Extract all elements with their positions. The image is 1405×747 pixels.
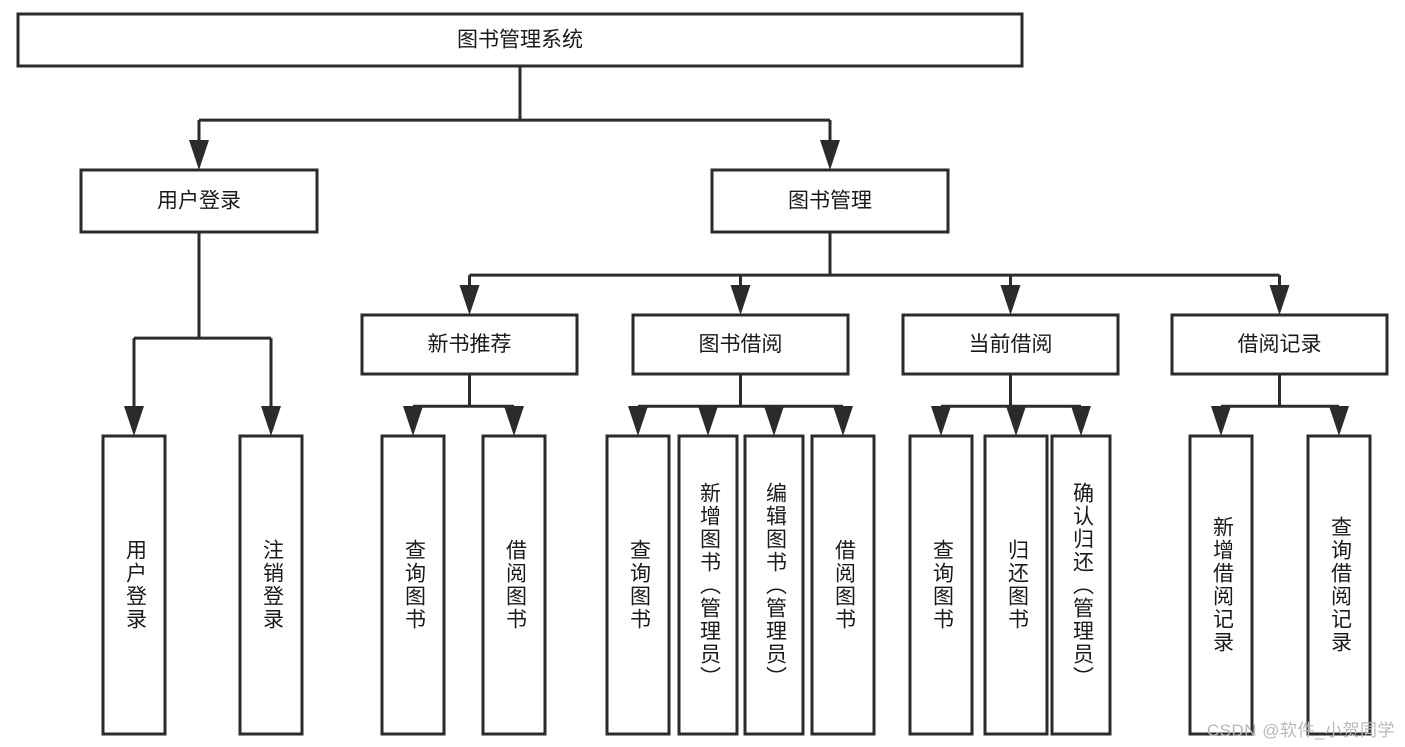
node-l3-borrow[interactable]: 图书借阅: [631, 313, 850, 376]
node-box: [481, 434, 547, 736]
arrow-head-icon: [1071, 406, 1091, 436]
node-box: [1306, 434, 1372, 736]
node-leaf-bor-lend[interactable]: [810, 434, 876, 736]
arrow-head-icon: [1006, 406, 1026, 436]
node-box: [605, 434, 671, 736]
watermark: CSDN @软件_小贺同学: [1206, 721, 1395, 740]
node-box: [1050, 434, 1112, 736]
node-box: [810, 434, 876, 736]
node-box: [16, 12, 1024, 68]
node-leaf-rec-query[interactable]: [1306, 434, 1372, 736]
node-label: 图书管理: [788, 190, 872, 213]
node-leaf-bor-add[interactable]: [677, 434, 739, 736]
arrow-head-icon: [189, 140, 209, 170]
node-box: [360, 313, 579, 376]
edge-layer: [124, 66, 1349, 436]
node-box: [631, 313, 850, 376]
node-box: [79, 168, 319, 234]
node-root[interactable]: 图书管理系统: [16, 12, 1024, 68]
node-box: [710, 168, 950, 234]
node-l3-record[interactable]: 借阅记录: [1170, 313, 1389, 376]
node-box: [1170, 313, 1389, 376]
node-l3-current[interactable]: 当前借阅: [901, 313, 1120, 376]
arrow-head-icon: [764, 406, 784, 436]
node-l2-book[interactable]: 图书管理: [710, 168, 950, 234]
arrow-head-icon: [459, 285, 480, 315]
node-box: [908, 434, 974, 736]
node-box: [101, 434, 167, 736]
node-leaf-new-borrow[interactable]: [481, 434, 547, 736]
node-leaf-cur-return[interactable]: [983, 434, 1049, 736]
node-label: 用户登录: [157, 190, 241, 213]
node-leaf-user-logout[interactable]: [238, 434, 304, 736]
node-label: 图书借阅: [699, 333, 783, 356]
node-leaf-bor-edit[interactable]: [743, 434, 805, 736]
arrow-head-icon: [1211, 406, 1231, 436]
arrow-head-icon: [1000, 285, 1021, 315]
arrow-head-icon: [124, 406, 144, 436]
node-l3-new[interactable]: 新书推荐: [360, 313, 579, 376]
node-leaf-bor-query[interactable]: [605, 434, 671, 736]
node-box: [1188, 434, 1254, 736]
arrow-head-icon: [261, 406, 281, 436]
node-box: [743, 434, 805, 736]
arrow-head-icon: [698, 406, 718, 436]
node-label: 图书管理系统: [457, 29, 583, 52]
node-box: [380, 434, 446, 736]
node-leaf-new-query[interactable]: [380, 434, 446, 736]
arrow-head-icon: [1329, 406, 1349, 436]
node-leaf-cur-query[interactable]: [908, 434, 974, 736]
node-box: [983, 434, 1049, 736]
node-box: [677, 434, 739, 736]
node-box: [901, 313, 1120, 376]
node-label: 新书推荐: [428, 333, 512, 356]
arrow-head-icon: [504, 406, 524, 436]
node-leaf-user-login[interactable]: [101, 434, 167, 736]
node-label: 借阅记录: [1238, 333, 1322, 356]
node-label: 当前借阅: [969, 333, 1053, 356]
node-leaf-rec-add[interactable]: [1188, 434, 1254, 736]
arrow-head-icon: [1269, 285, 1290, 315]
node-l2-user[interactable]: 用户登录: [79, 168, 319, 234]
arrow-head-icon: [730, 285, 751, 315]
arrow-head-icon: [628, 406, 648, 436]
node-leaf-cur-confirm[interactable]: [1050, 434, 1112, 736]
node-box: [238, 434, 304, 736]
arrow-head-icon: [820, 140, 840, 170]
arrow-head-icon: [931, 406, 951, 436]
arrow-head-icon: [833, 406, 853, 436]
arrow-head-icon: [403, 406, 423, 436]
